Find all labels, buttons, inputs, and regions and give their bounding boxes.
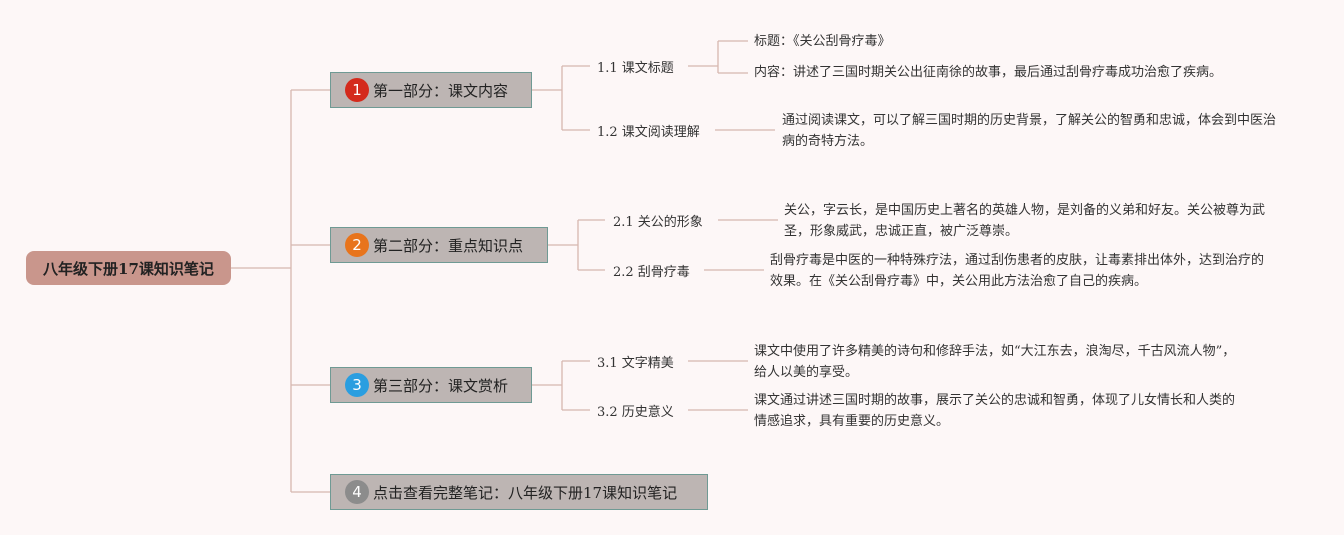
root-node[interactable]: 八年级下册17课知识笔记 [26,251,231,285]
connector-s3 [532,360,590,411]
root-title: 八年级下册17课知识笔记 [43,259,214,278]
section-node-3[interactable]: 3 第三部分：课文赏析 [330,367,532,403]
section-badge-4: 4 [345,480,369,504]
leaf-1-1-b: 内容：讲述了三国时期关公出征南徐的故事，最后通过刮骨疗毒成功治愈了疾病。 [754,65,1223,80]
leaf-1-1-a: 标题：《关公刮骨疗毒》 [754,34,891,49]
subtopic-3-2[interactable]: 3.2 历史意义 [597,405,674,420]
connector-s2 [548,219,605,271]
section-title-1: 第一部分：课文内容 [373,81,509,100]
subtopic-2-2[interactable]: 2.2 刮骨疗毒 [613,265,690,280]
subtopic-1-2[interactable]: 1.2 课文阅读理解 [597,125,700,140]
leaf-3-1-a: 课文中使用了许多精美的诗句和修辞手法，如“大江东去，浪淘尽，千古风流人物”，给人… [754,344,1236,380]
leaf-3-2-a: 课文通过讲述三国时期的故事，展示了关公的忠诚和智勇，体现了儿女情长和人类的情感追… [754,393,1236,429]
connector-s1 [532,65,590,131]
section-badge-1: 1 [345,78,369,102]
section-title-4: 点击查看完整笔记：八年级下册17课知识笔记 [373,483,678,502]
subtopic-3-1[interactable]: 3.1 文字精美 [597,356,674,371]
leaf-2-1-a: 关公，字云长，是中国历史上著名的英雄人物，是刘备的义弟和好友。关公被尊为武圣，形… [784,203,1266,239]
section-title-3: 第三部分：课文赏析 [373,376,509,395]
connector-root [231,89,330,493]
section-node-2[interactable]: 2 第二部分：重点知识点 [330,227,548,263]
connector-s1-1 [688,40,748,74]
subtopic-1-1[interactable]: 1.1 课文标题 [597,61,674,76]
section-badge-3: 3 [345,373,369,397]
section-title-2: 第二部分：重点知识点 [373,236,524,255]
section-node-4-full-notes-link[interactable]: 4 点击查看完整笔记：八年级下册17课知识笔记 [330,474,708,510]
section-node-1[interactable]: 1 第一部分：课文内容 [330,72,532,108]
leaf-1-2-a: 通过阅读课文，可以了解三国时期的历史背景，了解关公的智勇和忠诚，体会到中医治病的… [782,113,1277,149]
section-badge-2: 2 [345,233,369,257]
leaf-2-2-a: 刮骨疗毒是中医的一种特殊疗法，通过刮伤患者的皮肤，让毒素排出体外，达到治疗的效果… [770,253,1265,289]
subtopic-2-1[interactable]: 2.1 关公的形象 [613,215,703,230]
